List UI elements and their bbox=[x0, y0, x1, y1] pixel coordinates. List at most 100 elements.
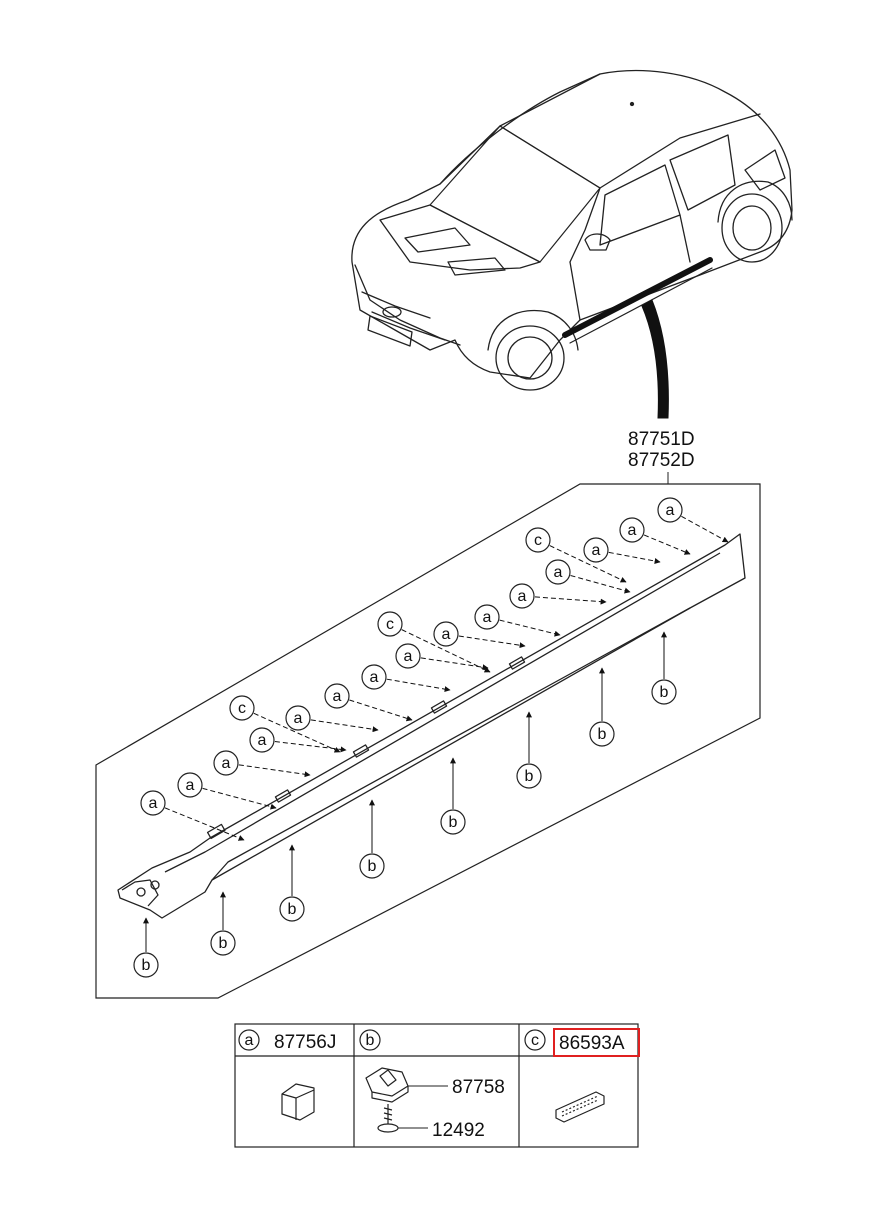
callout-letter: b bbox=[142, 957, 151, 974]
callout-leader-top-12 bbox=[534, 596, 607, 605]
callout-b-bottom-2: b bbox=[279, 896, 305, 922]
callout-circle bbox=[285, 705, 311, 731]
callout-b-bottom-7: b bbox=[651, 679, 677, 705]
callout-b-bottom-6: b bbox=[589, 721, 615, 747]
callout-letter: a bbox=[592, 542, 601, 559]
callout-letter: c bbox=[238, 700, 246, 717]
legend-a-part-number[interactable]: 87756J bbox=[274, 1032, 336, 1053]
callout-letter: a bbox=[294, 710, 303, 727]
callout-letter: a bbox=[666, 502, 675, 519]
callout-circle bbox=[133, 952, 159, 978]
legend-b-part-87758[interactable]: 87758 bbox=[452, 1077, 505, 1098]
callout-leader-top-6 bbox=[349, 699, 413, 722]
callout-circle bbox=[589, 721, 615, 747]
callout-a-top-12: a bbox=[509, 583, 535, 609]
callout-letter: c bbox=[386, 616, 394, 633]
callout-circle bbox=[279, 896, 305, 922]
callout-leader-top-3 bbox=[274, 741, 347, 753]
callout-circle bbox=[359, 853, 385, 879]
callout-circle bbox=[377, 611, 403, 637]
callout-letter: b bbox=[598, 726, 607, 743]
callout-leader-top-11 bbox=[499, 619, 561, 637]
part-number-87751D: 87751D bbox=[628, 429, 695, 450]
callout-circle bbox=[545, 559, 571, 585]
callout-b-bottom-3: b bbox=[359, 853, 385, 879]
callout-circle bbox=[474, 604, 500, 630]
legend-a-letter: a bbox=[245, 1032, 254, 1049]
insert-86593A-drawing bbox=[555, 1091, 605, 1123]
callout-c-top-9: c bbox=[377, 611, 403, 637]
callout-letter: a bbox=[258, 732, 267, 749]
callout-circle bbox=[433, 621, 459, 647]
side-sill-moulding bbox=[117, 533, 746, 919]
callout-circle bbox=[210, 930, 236, 956]
callout-a-top-6: a bbox=[324, 683, 350, 709]
callout-b-bottom-4: b bbox=[440, 809, 466, 835]
callout-letter: a bbox=[483, 609, 492, 626]
callout-a-top-17: a bbox=[657, 497, 683, 523]
callout-letter: b bbox=[525, 768, 534, 785]
callout-leader-top-17 bbox=[681, 515, 729, 543]
callout-leader-top-14 bbox=[549, 545, 627, 583]
part-number-87752D: 87752D bbox=[628, 450, 695, 471]
callout-circle bbox=[651, 679, 677, 705]
callout-a-top-10: a bbox=[433, 621, 459, 647]
callout-leader-top-9 bbox=[401, 629, 491, 673]
callout-a-top-0: a bbox=[140, 790, 166, 816]
callout-leaders bbox=[143, 515, 729, 952]
callout-circle bbox=[177, 772, 203, 798]
callout-circle bbox=[525, 527, 551, 553]
legend-c-part-number[interactable]: 86593A bbox=[559, 1033, 625, 1054]
sill-pointer bbox=[641, 299, 669, 419]
callout-leader-top-0 bbox=[164, 807, 245, 841]
callout-letter: a bbox=[333, 688, 342, 705]
legend-a-header: a 87756J bbox=[238, 1029, 336, 1053]
callout-letter: a bbox=[149, 795, 158, 812]
callout-a-top-15: a bbox=[583, 537, 609, 563]
callout-letter: a bbox=[370, 669, 379, 686]
legend-c-letter: c bbox=[531, 1032, 539, 1049]
callout-leader-top-8 bbox=[420, 657, 489, 671]
callout-letter: c bbox=[534, 532, 542, 549]
callout-circle bbox=[213, 750, 239, 776]
callout-leader-top-7 bbox=[386, 678, 451, 693]
parts-legend-table: a 87756J b c 86593A 87758 bbox=[234, 1023, 640, 1148]
callout-letter: a bbox=[222, 755, 231, 772]
callout-a-top-7: a bbox=[361, 664, 387, 690]
legend-b-part-12492[interactable]: 12492 bbox=[432, 1120, 485, 1141]
callout-b-bottom-0: b bbox=[133, 952, 159, 978]
callout-a-top-11: a bbox=[474, 604, 500, 630]
callout-leader-top-5 bbox=[310, 719, 379, 733]
callout-b-bottom-5: b bbox=[516, 763, 542, 789]
callout-circle bbox=[249, 727, 275, 753]
callout-leader-top-10 bbox=[458, 635, 526, 649]
callout-circle bbox=[619, 517, 645, 543]
exploded-view-frame bbox=[95, 483, 761, 999]
callout-letter: a bbox=[518, 588, 527, 605]
callout-letter: b bbox=[449, 814, 458, 831]
legend-c-highlight-box bbox=[553, 1028, 640, 1057]
callout-a-top-3: a bbox=[249, 727, 275, 753]
callout-circle bbox=[516, 763, 542, 789]
callout-letter: a bbox=[186, 777, 195, 794]
clip-87756J-drawing bbox=[281, 1083, 315, 1121]
callout-a-top-1: a bbox=[177, 772, 203, 798]
callout-letter: a bbox=[628, 522, 637, 539]
callout-letter: b bbox=[219, 935, 228, 952]
callout-circle bbox=[361, 664, 387, 690]
callout-leader-top-1 bbox=[202, 787, 277, 810]
legend-c-header: c 86593A bbox=[524, 1028, 640, 1057]
callout-letter: b bbox=[288, 901, 297, 918]
car-illustration bbox=[351, 69, 793, 391]
legend-b-header: b bbox=[359, 1029, 381, 1051]
legend-b-letter: b bbox=[366, 1032, 375, 1049]
callout-a-top-2: a bbox=[213, 750, 239, 776]
callout-c-top-14: c bbox=[525, 527, 551, 553]
callout-letter: a bbox=[404, 648, 413, 665]
screw-12492-drawing bbox=[377, 1104, 399, 1133]
callout-circle bbox=[440, 809, 466, 835]
callout-leader-top-2 bbox=[238, 764, 311, 778]
callout-circle bbox=[229, 695, 255, 721]
